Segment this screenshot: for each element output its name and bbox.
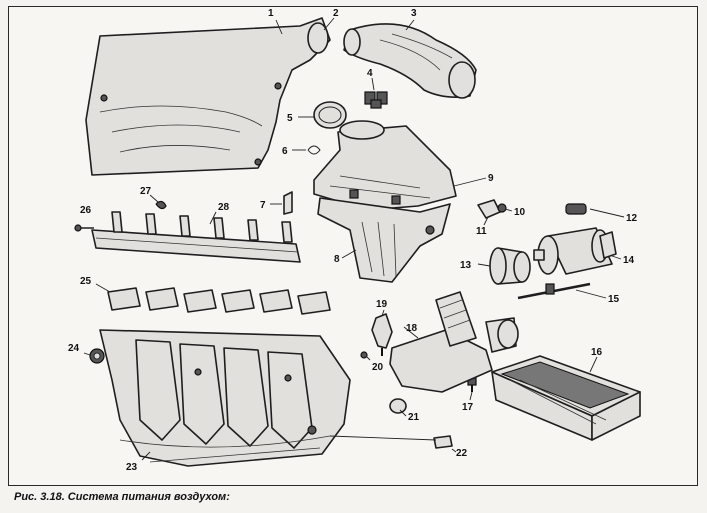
part-air-mass-meter xyxy=(533,227,617,275)
callout-19: 19 xyxy=(376,299,388,310)
callout-22: 22 xyxy=(456,448,468,459)
leader-lines xyxy=(83,17,625,461)
callout-10: 10 xyxy=(514,207,526,218)
part-intake-hose xyxy=(343,23,477,99)
part-screw xyxy=(74,224,94,232)
callout-23: 23 xyxy=(126,462,138,473)
callout-11: 11 xyxy=(476,226,487,237)
callout-20: 20 xyxy=(372,362,384,373)
callout-24: 24 xyxy=(68,343,80,354)
part-gaskets xyxy=(107,287,331,315)
callout-2: 2 xyxy=(333,8,339,19)
part-filter-element xyxy=(491,355,641,441)
callout-16: 16 xyxy=(591,347,603,358)
callout-4: 4 xyxy=(367,68,373,79)
part-intake-manifold xyxy=(99,329,351,467)
callout-27: 27 xyxy=(140,186,152,197)
part-fuel-rail xyxy=(91,211,301,263)
callout-6: 6 xyxy=(282,146,288,157)
part-grommets xyxy=(364,91,388,109)
part-plug xyxy=(433,435,453,449)
figure-caption: Рис. 3.18. Система питания воздухом: xyxy=(14,491,230,503)
callout-17: 17 xyxy=(462,402,474,413)
part-air-valve xyxy=(389,291,519,393)
callout-15: 15 xyxy=(608,294,620,305)
callout-14: 14 xyxy=(623,255,635,266)
callout-12: 12 xyxy=(626,213,638,224)
part-clamp xyxy=(155,200,167,210)
part-nut xyxy=(89,348,105,364)
part-engine-cover xyxy=(85,17,331,176)
part-clip xyxy=(307,145,321,155)
part-bushing xyxy=(389,398,407,414)
callout-1: 1 xyxy=(268,8,274,19)
callout-8: 8 xyxy=(334,254,340,265)
callout-3: 3 xyxy=(411,8,417,19)
part-bracket xyxy=(283,191,293,215)
part-temp-sensor xyxy=(360,313,393,359)
callout-7: 7 xyxy=(260,200,266,211)
callout-18: 18 xyxy=(406,323,418,334)
callout-25: 25 xyxy=(80,276,92,287)
callout-28: 28 xyxy=(218,202,230,213)
callout-21: 21 xyxy=(408,412,420,423)
part-air-filter-housing xyxy=(313,120,457,283)
callout-13: 13 xyxy=(460,260,472,271)
part-seal-ring xyxy=(313,101,347,129)
part-pad xyxy=(565,203,587,215)
callout-9: 9 xyxy=(488,173,494,184)
callout-labels: 1 2 3 4 5 6 7 8 9 10 11 12 13 14 15 16 1… xyxy=(68,8,638,473)
part-rod xyxy=(517,282,591,300)
part-sensor xyxy=(477,199,501,219)
part-sleeve xyxy=(489,247,531,285)
callout-26: 26 xyxy=(80,205,92,216)
callout-5: 5 xyxy=(287,113,293,124)
